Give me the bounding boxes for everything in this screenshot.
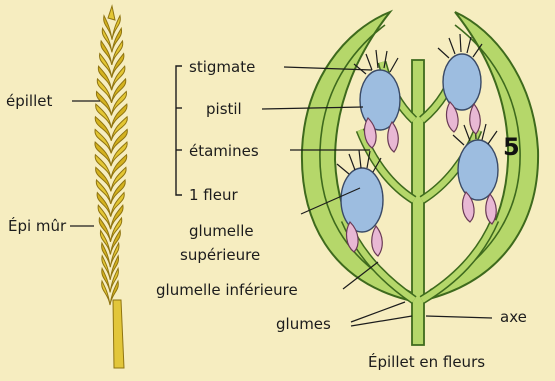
label-epi-mur: Épi mûr bbox=[8, 216, 67, 235]
ear-grains bbox=[95, 16, 127, 305]
label-glumelle-superieure-line2: supérieure bbox=[180, 246, 260, 264]
wheat-ear-illustration bbox=[95, 6, 127, 368]
label-etamines: étamines bbox=[189, 142, 259, 160]
label-stigmate: stigmate bbox=[189, 58, 255, 76]
caption-epillet-en-fleurs: Épillet en fleurs bbox=[368, 352, 485, 371]
label-axe: axe bbox=[500, 308, 527, 326]
outer-glume-shape bbox=[302, 12, 410, 300]
label-epillet: épillet bbox=[6, 92, 52, 110]
label-1-fleur: 1 fleur bbox=[189, 186, 238, 204]
figure-number: 5 bbox=[503, 133, 520, 161]
label-glumelle-superieure-line1: glumelle bbox=[189, 222, 254, 240]
spikelet-illustration bbox=[302, 12, 538, 345]
label-pistil: pistil bbox=[206, 100, 242, 118]
label-glumes: glumes bbox=[276, 315, 331, 333]
label-glumelle-inferieure: glumelle inférieure bbox=[156, 281, 298, 299]
